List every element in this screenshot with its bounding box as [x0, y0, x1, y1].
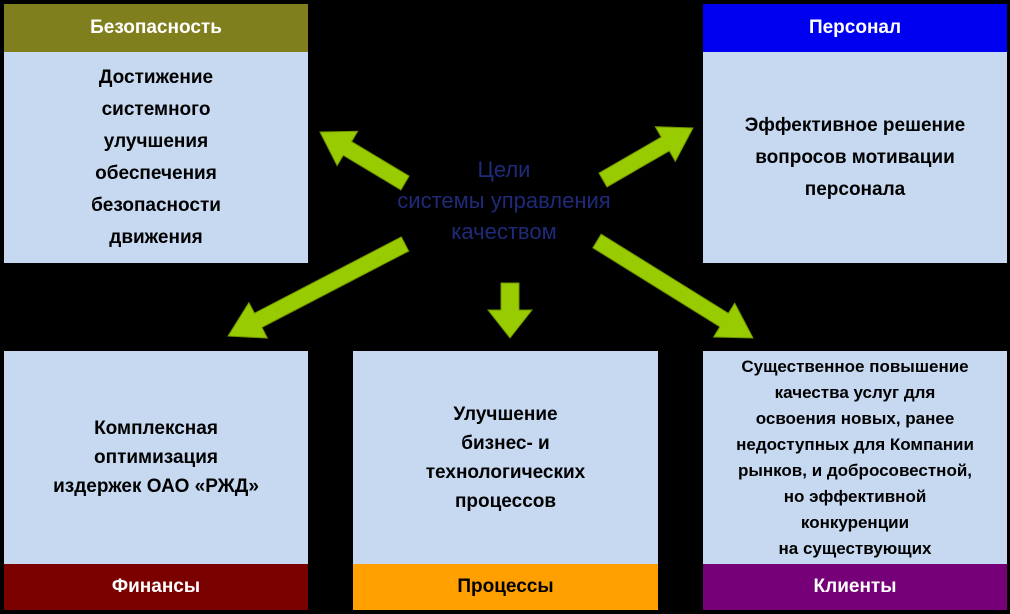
- finance-text: Комплексная оптимизация издержек ОАО «РЖ…: [53, 418, 259, 497]
- clients-header: Клиенты: [703, 564, 1007, 610]
- personnel-text: Эффективное решение вопросов мотивации п…: [744, 114, 966, 200]
- safety-text: Достижение системного улучшения обеспече…: [91, 66, 221, 248]
- clients-box: Существенное повышение качества услуг дл…: [703, 351, 1007, 564]
- personnel-header: Персонал: [703, 4, 1007, 52]
- processes-text: Улучшение бизнес- и технологических проц…: [425, 403, 586, 512]
- clients-text: Существенное повышение качества услуг дл…: [736, 356, 974, 558]
- arrow-to-personnel: [598, 126, 694, 188]
- safety-header: Безопасность: [4, 4, 308, 52]
- finance-box: Комплексная оптимизация издержек ОАО «РЖ…: [4, 351, 308, 564]
- finance-header: Финансы: [4, 564, 308, 610]
- arrow-to-clients: [592, 233, 754, 339]
- center-title: Цели системы управления качеством: [397, 157, 611, 244]
- arrow-to-safety: [319, 130, 410, 191]
- personnel-box: Эффективное решение вопросов мотивации п…: [703, 52, 1007, 263]
- processes-box: Улучшение бизнес- и технологических проц…: [353, 351, 658, 564]
- arrow-to-processes: [486, 282, 534, 339]
- arrow-to-finance: [227, 236, 410, 339]
- processes-header: Процессы: [353, 564, 658, 610]
- safety-box: Достижение системного улучшения обеспече…: [4, 52, 308, 263]
